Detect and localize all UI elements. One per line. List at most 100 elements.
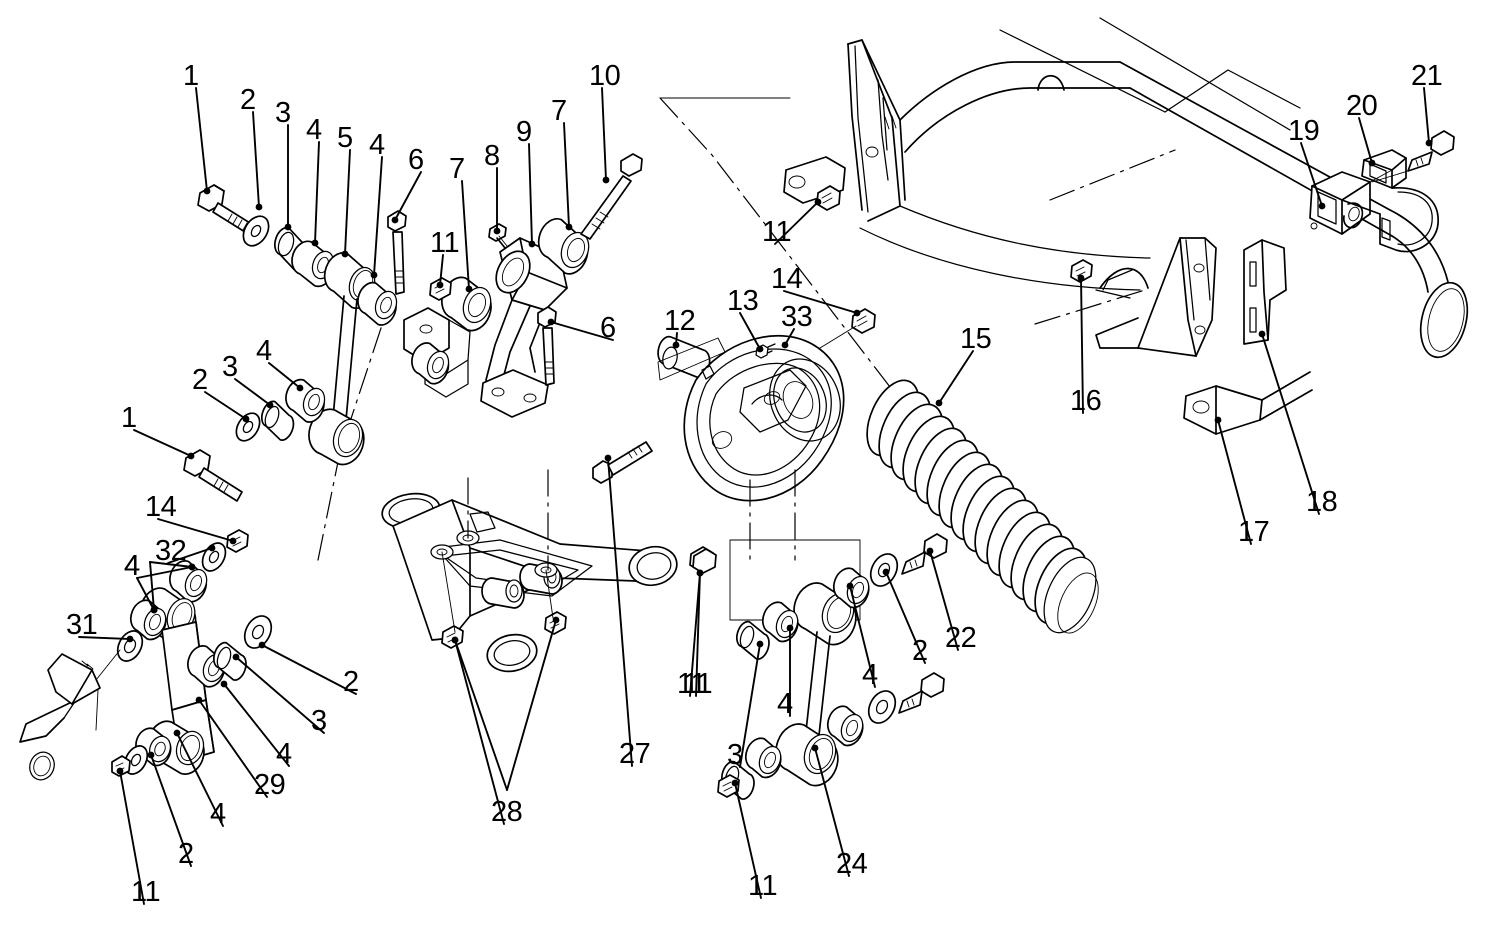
anchor-dot-31 xyxy=(126,635,134,643)
leader-line-11 xyxy=(695,572,701,697)
callout-number-6: 6 xyxy=(408,144,424,176)
callout-number-16: 16 xyxy=(1070,385,1102,417)
anchor-dot-10 xyxy=(602,176,610,184)
leader-line-4 xyxy=(314,141,320,244)
anchor-dot-20 xyxy=(1368,159,1376,167)
callout-number-12: 12 xyxy=(664,305,696,337)
leader-line-2 xyxy=(252,111,260,208)
anchor-dot-4 xyxy=(220,680,228,688)
callout-number-3: 3 xyxy=(311,705,327,737)
anchor-dot-5 xyxy=(341,250,349,258)
anchor-dot-3 xyxy=(284,223,292,231)
anchor-dot-1 xyxy=(203,187,211,195)
callout-number-7: 7 xyxy=(449,153,465,185)
leader-line-20 xyxy=(1358,117,1373,164)
bolt-22-upper xyxy=(901,533,948,575)
anchor-dot-11 xyxy=(731,779,739,787)
callout-number-2: 2 xyxy=(178,838,194,870)
anchor-dot-15 xyxy=(935,399,943,407)
callout-leader-lines xyxy=(78,87,1430,905)
bushing-4-lower xyxy=(285,378,326,423)
anchor-dot-27 xyxy=(604,454,612,462)
bolt-22-lower xyxy=(898,672,945,714)
bushing-4-link-lr xyxy=(827,705,864,747)
vehicle-frame xyxy=(783,17,1469,359)
anchor-dot-4 xyxy=(846,582,854,590)
leader-line-9 xyxy=(528,143,533,245)
sleeve-3-shock xyxy=(212,641,247,681)
leader-line-22 xyxy=(929,550,959,651)
anchor-dot-9 xyxy=(528,240,536,248)
callout-number-4: 4 xyxy=(276,738,292,770)
anchor-dot-4 xyxy=(311,239,319,247)
anchor-dot-11 xyxy=(436,281,444,289)
callout-number-9: 9 xyxy=(516,116,532,148)
callout-number-2: 2 xyxy=(240,84,256,116)
leader-line-24 xyxy=(814,747,850,877)
callout-number-11: 11 xyxy=(131,876,161,908)
callout-number-10: 10 xyxy=(589,60,621,92)
coil-spring-15 xyxy=(866,379,1099,634)
leader-line-7 xyxy=(461,180,470,290)
washer-2-lower xyxy=(235,412,261,442)
callout-number-4: 4 xyxy=(124,550,140,582)
leader-line-2 xyxy=(261,644,357,695)
leader-line-4 xyxy=(223,683,290,767)
anchor-dot-3 xyxy=(756,640,764,648)
callout-number-4: 4 xyxy=(777,688,793,720)
anchor-dot-11 xyxy=(696,569,704,577)
anchor-dot-16 xyxy=(1077,274,1085,282)
upper-link-assembly xyxy=(197,184,398,466)
callout-number-5: 5 xyxy=(337,122,353,154)
leader-line-3 xyxy=(234,378,271,406)
bushing-4-link-ul xyxy=(762,601,799,643)
callout-number-13: 13 xyxy=(727,285,759,317)
callout-number-19: 19 xyxy=(1288,115,1320,147)
leader-line-5 xyxy=(344,149,351,255)
bushing-7-left xyxy=(441,276,492,332)
callout-number-7: 7 xyxy=(551,95,567,127)
leader-line-1 xyxy=(195,87,208,192)
anchor-dot-11 xyxy=(814,198,822,206)
anchor-dot-19 xyxy=(1318,202,1326,210)
leader-line-2 xyxy=(150,754,192,867)
anchor-dot-4 xyxy=(173,729,181,737)
bushing-4-knuckle-lower xyxy=(411,342,450,385)
grease-fitting-8 xyxy=(488,223,508,249)
bolt-27 xyxy=(592,441,653,484)
leader-line-2 xyxy=(204,391,247,420)
bolt-21 xyxy=(1371,130,1455,183)
anchor-dot-6 xyxy=(391,216,399,224)
callout-number-11: 11 xyxy=(677,668,707,700)
leader-line-14 xyxy=(157,518,234,542)
callout-number-4: 4 xyxy=(306,114,322,146)
anchor-dot-32 xyxy=(208,544,216,552)
callout-number-28: 28 xyxy=(491,796,523,828)
leader-line-4 xyxy=(136,577,155,611)
leader-line-14 xyxy=(783,290,858,314)
leader-line-19 xyxy=(1300,142,1323,207)
callout-number-24: 24 xyxy=(836,848,868,880)
callout-number-3: 3 xyxy=(275,97,291,129)
link-lower-eye xyxy=(308,408,365,466)
anchor-dot-24 xyxy=(811,744,819,752)
link-rod-24-assembly xyxy=(692,533,948,800)
callout-number-6: 6 xyxy=(600,312,616,344)
anchor-dot-7 xyxy=(565,223,573,231)
leader-line-2 xyxy=(885,571,926,664)
steering-knuckle-9 xyxy=(387,153,643,418)
leader-line-16 xyxy=(1080,277,1084,414)
bushing-4-upper-b xyxy=(357,281,398,326)
anchor-dot-14 xyxy=(853,309,861,317)
clamp-assembly xyxy=(1309,130,1455,253)
sleeve-3-link-u xyxy=(735,620,770,660)
anchor-dot-2 xyxy=(242,415,250,423)
anchor-dot-2 xyxy=(258,641,266,649)
anchor-dot-33 xyxy=(781,341,789,349)
leader-line-11 xyxy=(119,770,145,905)
anchor-dot-4 xyxy=(786,624,794,632)
anchor-dot-4 xyxy=(370,271,378,279)
lock-nut-11-linkbox xyxy=(692,548,717,574)
callout-number-21: 21 xyxy=(1411,60,1443,92)
